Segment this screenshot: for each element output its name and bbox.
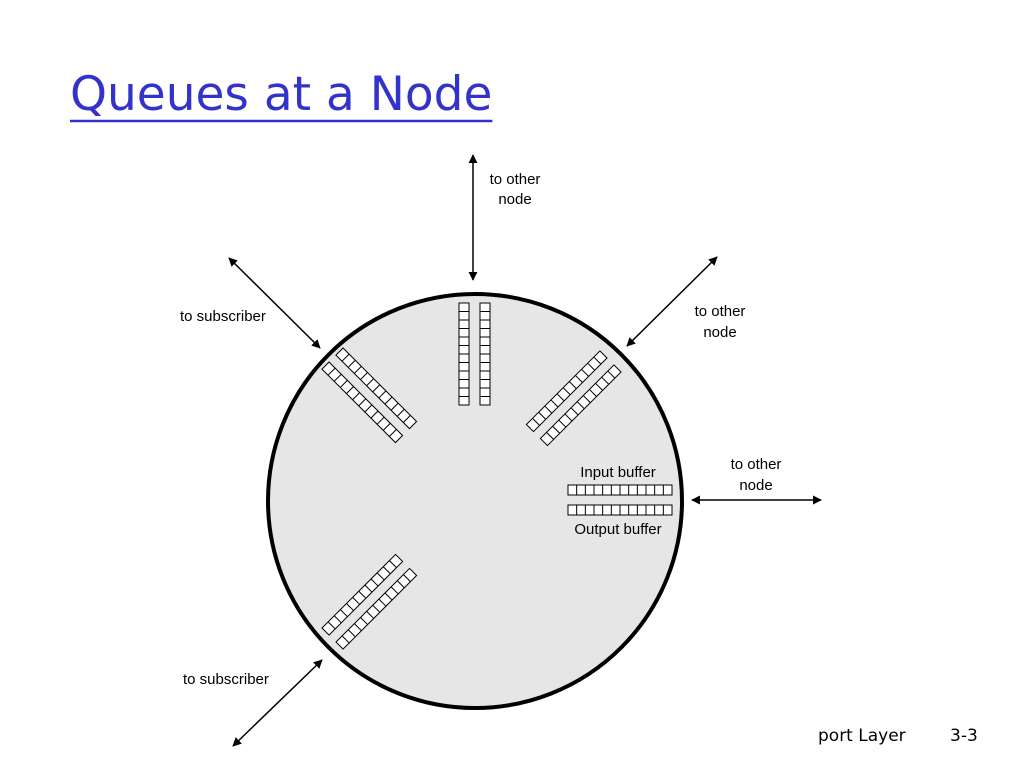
buffer-cell-divider	[370, 410, 379, 419]
buffer-cell-divider	[327, 367, 336, 376]
buffer-cell-divider	[538, 411, 547, 420]
buffer-cell-divider	[544, 405, 553, 414]
label-top-node-line2: node	[498, 191, 531, 208]
double-arrow-upper-left-subscriber	[228, 257, 321, 349]
buffer-cell-divider	[402, 415, 411, 423]
label-input-buffer: Input buffer	[580, 464, 656, 481]
buffer-cell-divider	[366, 378, 374, 387]
double-arrow-upper-right-node	[626, 256, 718, 347]
buffer-cell-divider	[562, 387, 571, 396]
buffer-cell-divider	[364, 404, 373, 413]
footer-section-label: port Layer	[818, 726, 906, 746]
buffer-cell-divider	[382, 422, 391, 431]
buffer-cell-divider	[372, 384, 381, 393]
buffer-cell-divider	[589, 389, 597, 397]
buffer-cell-divider	[570, 407, 579, 416]
buffer-cell-divider	[546, 431, 554, 440]
buffer-cell-divider	[333, 615, 342, 624]
buffer-cell-divider	[550, 399, 559, 408]
label-upper-left-subscriber: to subscriber	[180, 308, 266, 325]
buffer-cell-divider	[564, 413, 573, 422]
buffer-cell-divider	[378, 598, 387, 607]
label-right-node-line2: node	[739, 477, 772, 494]
buffer-cell-divider	[389, 560, 397, 569]
buffer-top-left	[458, 302, 470, 406]
buffer-cell-divider	[376, 416, 385, 425]
double-arrow-lower-left-subscriber	[232, 659, 323, 747]
buffer-cell-divider	[382, 566, 391, 575]
buffer-cell-divider	[370, 578, 379, 587]
buffer-cell-divider	[352, 392, 360, 401]
label-top-node-line1: to other	[490, 171, 541, 188]
buffer-lower-left-b	[335, 567, 418, 650]
buffer-cell-divider	[360, 372, 368, 380]
page-number: 3-3	[950, 726, 978, 746]
label-lower-left-subscriber: to subscriber	[183, 671, 269, 688]
buffer-cell-divider	[358, 590, 367, 599]
buffer-cell-divider	[353, 366, 362, 374]
buffer-cell-divider	[384, 592, 393, 601]
buffer-cell-divider	[576, 401, 585, 410]
buffer-cell-divider	[593, 356, 602, 365]
label-output-buffer: Output buffer	[574, 521, 661, 538]
buffer-upper-right-a	[525, 350, 608, 433]
buffer-cell-divider	[341, 635, 350, 644]
buffer-cell-divider	[341, 353, 350, 362]
buffer-cell-divider	[358, 398, 367, 407]
buffer-cell-divider	[556, 393, 565, 402]
buffer-cell-divider	[396, 580, 405, 589]
buffer-top-right	[479, 302, 491, 406]
buffer-cell-divider	[568, 381, 577, 389]
buffer-cell-divider	[552, 425, 561, 434]
buffer-cell-divider	[327, 621, 336, 630]
buffer-cell-divider	[364, 584, 373, 593]
buffer-cell-divider	[384, 396, 393, 405]
buffer-cell-divider	[396, 408, 405, 417]
buffer-cell-divider	[581, 368, 589, 377]
buffer-lower-left-a	[321, 553, 404, 636]
buffer-cell-divider	[601, 376, 610, 385]
buffer-cell-divider	[403, 574, 411, 583]
buffer-cell-divider	[532, 417, 540, 426]
buffer-cell-divider	[346, 386, 354, 394]
buffer-cell-divider	[372, 604, 381, 613]
input-buffer	[567, 484, 673, 496]
buffer-cell-divider	[388, 429, 397, 437]
buffer-cell-divider	[582, 395, 591, 403]
buffer-cell-divider	[347, 359, 356, 368]
buffer-cell-divider	[354, 623, 362, 632]
buffer-cell-divider	[346, 603, 354, 611]
buffer-cell-divider	[558, 419, 567, 428]
buffer-cell-divider	[339, 380, 348, 388]
buffer-cell-divider	[390, 586, 399, 595]
buffer-upper-left-b	[321, 361, 404, 444]
buffer-upper-right-b	[539, 364, 622, 447]
buffer-cell-divider	[390, 402, 399, 411]
buffer-cell-divider	[587, 362, 596, 371]
label-upper-right-node-line2: node	[703, 324, 736, 341]
buffer-cell-divider	[378, 390, 387, 399]
label-upper-right-node-line1: to other	[695, 303, 746, 320]
buffer-cell-divider	[366, 611, 375, 619]
buffer-cell-divider	[333, 373, 342, 382]
buffer-cell-divider	[352, 597, 361, 605]
queue-node-circle	[266, 292, 684, 710]
buffer-cell-divider	[360, 617, 368, 625]
slide-title: Queues at a Node	[70, 67, 492, 122]
label-right-node-line1: to other	[731, 456, 782, 473]
buffer-cell-divider	[340, 609, 348, 618]
buffer-cell-divider	[376, 572, 385, 581]
buffer-cell-divider	[607, 370, 616, 379]
buffer-cell-divider	[575, 375, 583, 383]
buffer-cell-divider	[347, 629, 356, 638]
buffer-cell-divider	[595, 382, 603, 391]
output-buffer	[567, 504, 673, 516]
buffer-upper-left-a	[335, 347, 418, 430]
